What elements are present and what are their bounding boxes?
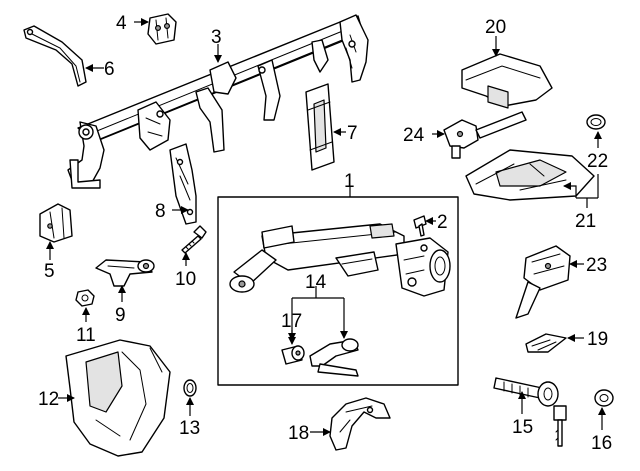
- callout-11: 11: [76, 325, 96, 346]
- callout-leaders: [46, 18, 606, 436]
- callout-2: 2: [437, 212, 448, 233]
- part-small-switch: [525, 333, 567, 353]
- part-nut: [75, 289, 95, 307]
- part-lower-bracket: [329, 397, 391, 451]
- callout-22: 22: [587, 151, 608, 172]
- callout-3: 3: [211, 27, 222, 48]
- callout-labels: 3 4 6 5 7 8 9 10 11 12 13 18 1 2 14 17 2…: [38, 13, 612, 454]
- part-cross-car-beam: [67, 14, 369, 189]
- part-adjust-lever: [309, 338, 359, 377]
- part-turn-signal-switch: [515, 245, 571, 319]
- part-plate: [305, 83, 335, 171]
- callout-15: 15: [512, 417, 533, 438]
- part-cover-cap: [39, 203, 73, 243]
- part-wiper-switch: [443, 111, 527, 159]
- part-grommet: [183, 379, 197, 397]
- callout-23: 23: [586, 255, 607, 276]
- callout-16: 16: [591, 433, 612, 454]
- part-washer: [594, 389, 614, 407]
- callout-14: 14: [305, 272, 327, 293]
- callout-7: 7: [347, 123, 358, 144]
- callout-24: 24: [403, 125, 425, 146]
- part-ignition-lock: [493, 377, 559, 407]
- callout-1: 1: [344, 171, 355, 192]
- callout-12: 12: [38, 389, 59, 410]
- part-ignition-key: [553, 405, 567, 447]
- callout-5: 5: [44, 261, 55, 282]
- part-ring: [586, 114, 606, 130]
- part-screw: [413, 215, 427, 237]
- part-curved-brace: [23, 25, 87, 87]
- part-steering-column: [229, 223, 451, 297]
- callout-20: 20: [485, 17, 506, 38]
- callout-10: 10: [175, 269, 196, 290]
- callout-19: 19: [587, 329, 608, 350]
- part-lower-shroud: [65, 339, 171, 457]
- part-bolt: [181, 225, 207, 254]
- part-bushing: [281, 345, 305, 365]
- part-bracket-plate: [169, 143, 197, 225]
- part-upper-shroud: [461, 53, 553, 109]
- callout-9: 9: [115, 305, 126, 326]
- callout-21: 21: [575, 211, 596, 232]
- callout-13: 13: [179, 418, 200, 439]
- callout-17: 17: [281, 311, 302, 332]
- part-small-block: [147, 13, 177, 45]
- callout-18: 18: [288, 423, 309, 444]
- part-switch-housing: [465, 149, 595, 201]
- callout-4: 4: [116, 13, 127, 34]
- callout-6: 6: [104, 59, 115, 80]
- callout-8: 8: [155, 201, 166, 222]
- part-lever-bracket: [95, 259, 155, 287]
